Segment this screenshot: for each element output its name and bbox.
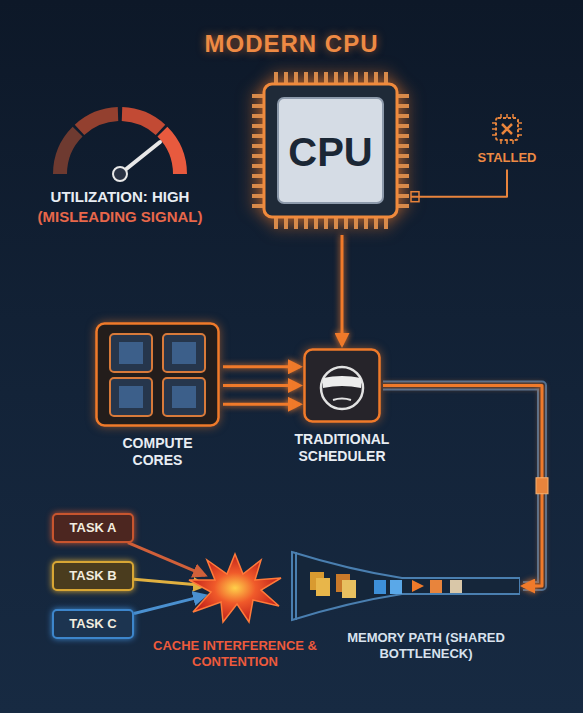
stall-art bbox=[468, 112, 546, 146]
memory-label: MEMORY PATH (SHARED BOTTLENECK) bbox=[336, 630, 516, 661]
stalled-label: STALLED bbox=[468, 150, 546, 166]
connector-arrow bbox=[223, 366, 300, 367]
scheduler-box: TRADITIONAL SCHEDULER bbox=[276, 348, 408, 465]
cores-art bbox=[92, 322, 223, 427]
memory-funnel: MEMORY PATH (SHARED BOTTLENECK) bbox=[290, 550, 522, 661]
connector-arrow bbox=[223, 385, 300, 386]
task-label: TASK B bbox=[62, 568, 124, 584]
sched-art bbox=[276, 348, 408, 423]
task-label: TASK A bbox=[62, 520, 124, 536]
connector-arrow bbox=[342, 235, 343, 345]
task-label: TASK C bbox=[62, 616, 124, 632]
connector-arrow bbox=[383, 386, 548, 587]
connector-arrow bbox=[128, 543, 205, 576]
connector-arrow bbox=[223, 404, 300, 405]
stalled-icon: STALLED bbox=[468, 112, 546, 166]
box-label: TRADITIONAL SCHEDULER bbox=[277, 431, 407, 465]
cpu-chip: CPU bbox=[248, 68, 413, 233]
funnel-art bbox=[290, 550, 522, 622]
compute-cores-box: COMPUTE CORES bbox=[92, 322, 223, 469]
task-box: TASK A bbox=[52, 513, 134, 543]
gauge-label: (MISLEADING SIGNAL) bbox=[15, 208, 225, 226]
cpu-label: CPU bbox=[248, 128, 413, 176]
task-box: TASK B bbox=[52, 561, 134, 591]
box-label: COMPUTE CORES bbox=[108, 435, 208, 469]
gauge-label: UTILIZATION: HIGH bbox=[15, 188, 225, 206]
diagram-title: MODERN CPU bbox=[0, 30, 583, 59]
contention-label: CACHE INTERFERENCE & CONTENTION bbox=[150, 638, 320, 669]
utilization-gauge: UTILIZATION: HIGH (MISLEADING SIGNAL) bbox=[15, 96, 225, 226]
connector-arrow bbox=[411, 170, 507, 202]
gauge-art bbox=[15, 96, 225, 184]
task-box: TASK C bbox=[52, 609, 134, 639]
